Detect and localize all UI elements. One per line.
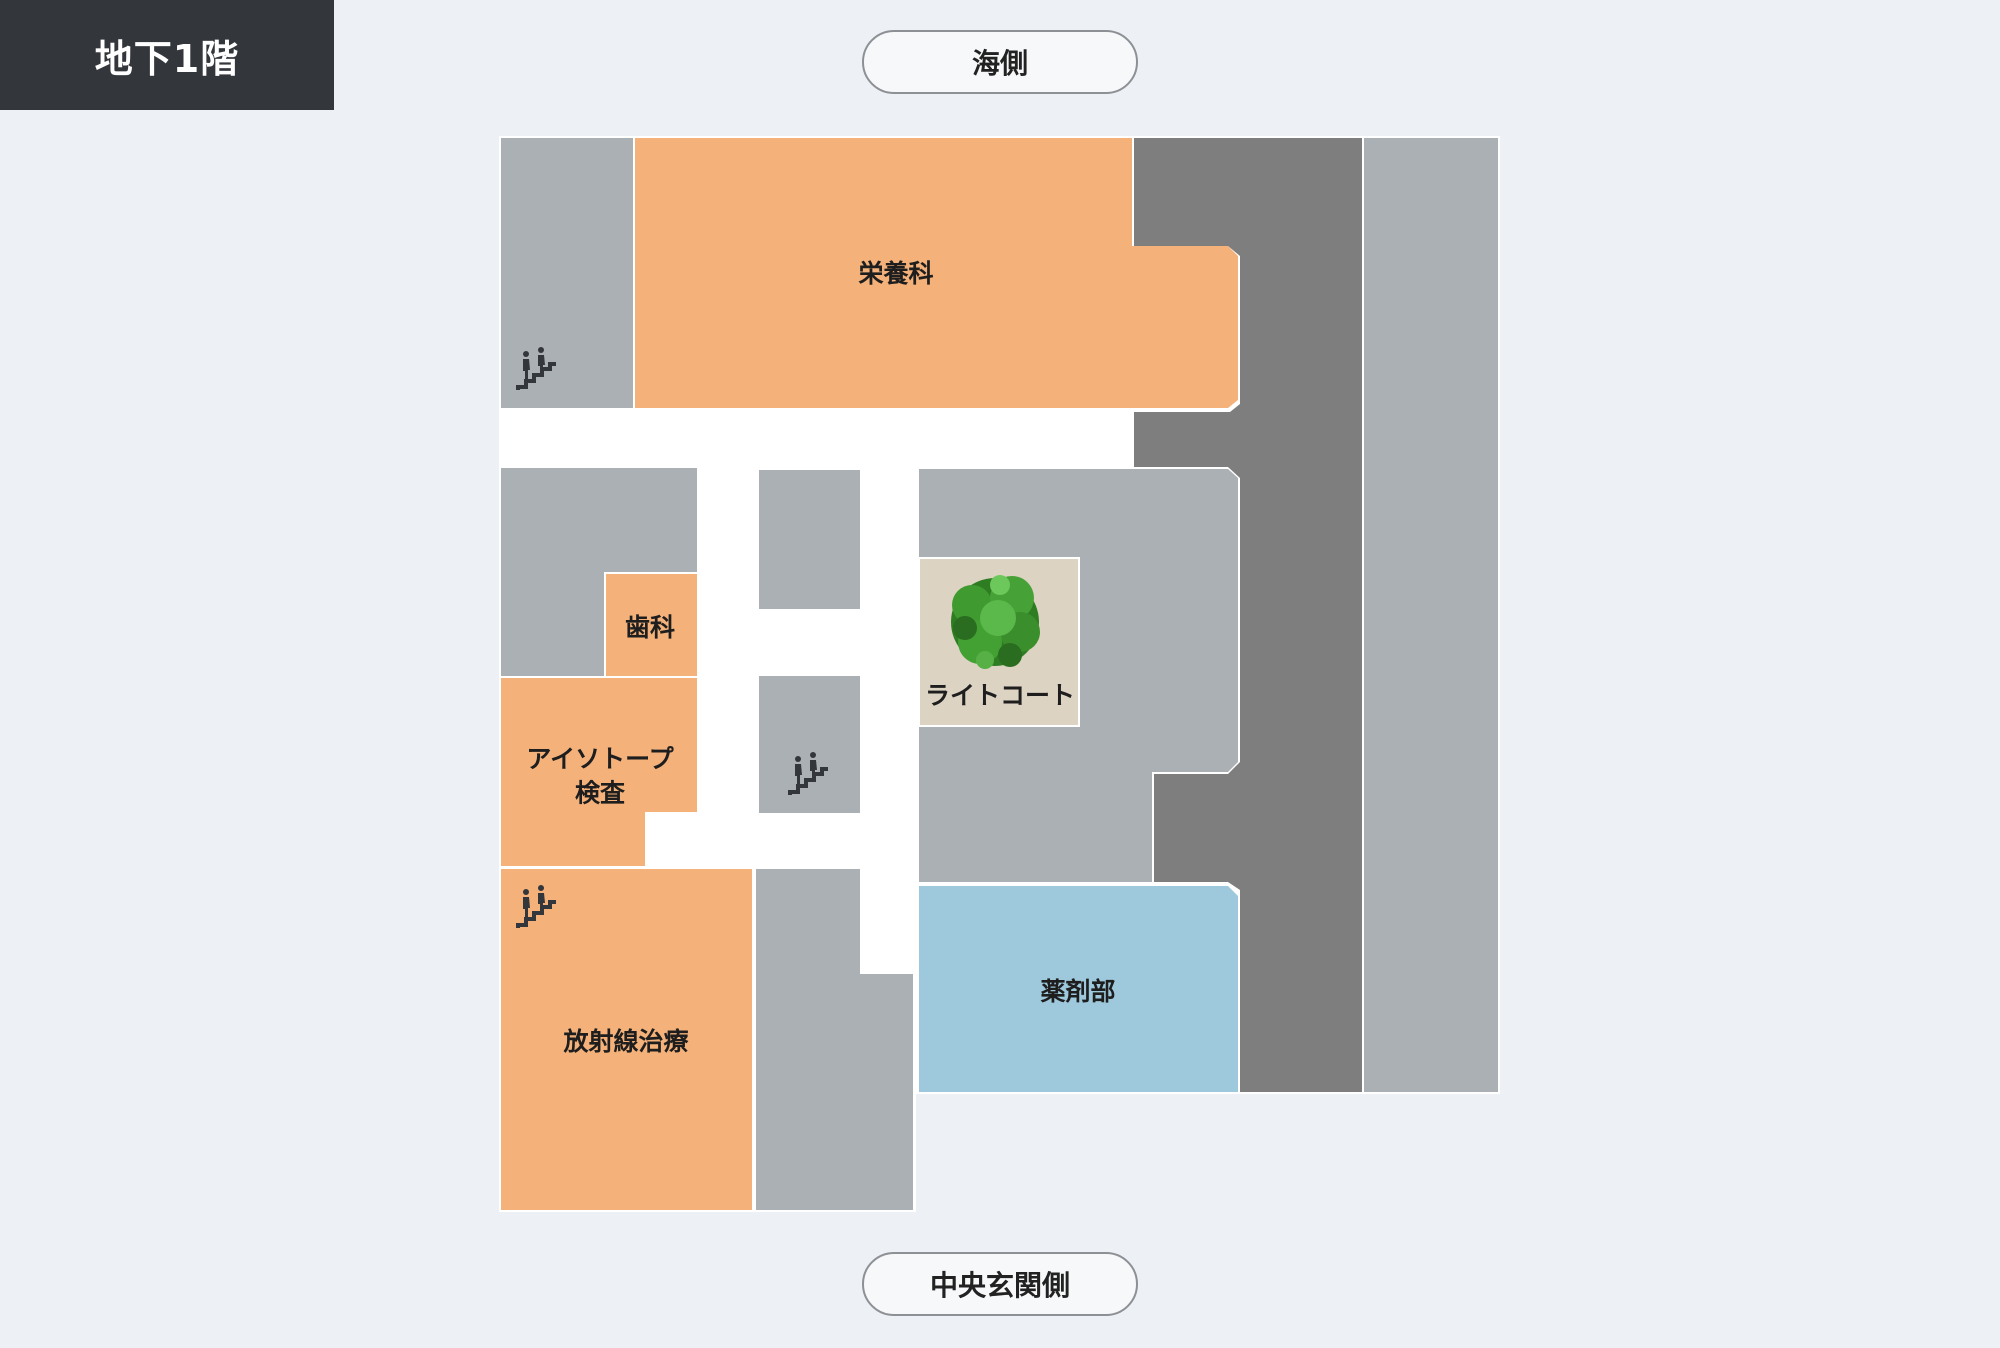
room-isotope (501, 678, 697, 866)
room-restricted-top-left (501, 138, 633, 408)
direction-sea-side: 海側 (862, 30, 1138, 94)
room-label-nutrition: 栄養科 (858, 259, 934, 289)
room-restricted-bottom (756, 869, 913, 1210)
room-label-light-court: ライトコート (924, 681, 1076, 711)
room-restricted-mid-left (501, 468, 697, 676)
room-label-isotope: アイソトープ 検査 (526, 742, 673, 810)
room-restricted-center-top (759, 470, 860, 609)
room-restricted-right (1364, 138, 1498, 1092)
room-label-dental: 歯科 (624, 613, 676, 643)
direction-main-entrance-side: 中央玄関側 (862, 1252, 1138, 1316)
room-label-radiotherapy: 放射線治療 (563, 1027, 689, 1057)
room-label-isotope-line2: 検査 (574, 778, 626, 807)
room-radiotherapy (501, 869, 752, 1210)
room-restricted-center-mid (759, 676, 860, 813)
core-area (1134, 138, 1362, 1092)
room-label-pharmacy: 薬剤部 (1040, 977, 1116, 1007)
room-dental (606, 574, 697, 676)
room-nutrition (635, 138, 1238, 408)
tree-icon (951, 575, 1040, 669)
floor-label: 地下1階 (0, 0, 334, 110)
room-pharmacy (919, 886, 1238, 1092)
room-label-isotope-line1: アイソトープ (526, 744, 674, 774)
